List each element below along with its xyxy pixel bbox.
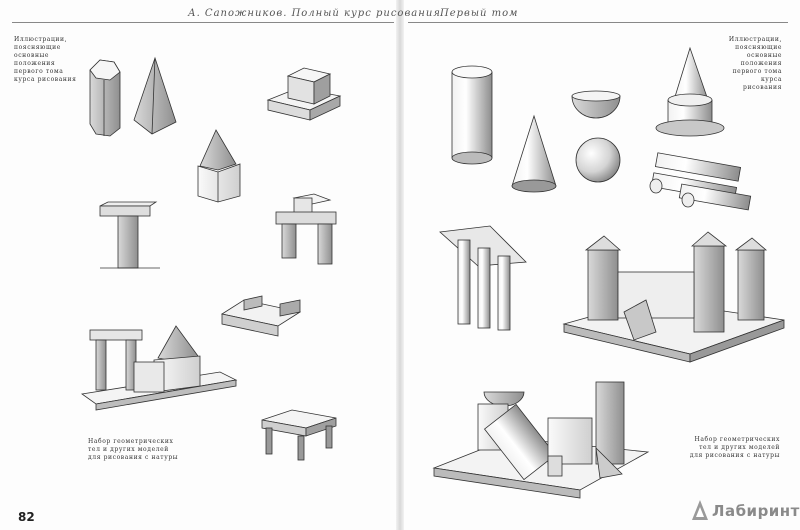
- hemisphere-figure: [571, 90, 621, 119]
- left-running-head: А. Сапожников. Полный курс рисования: [188, 8, 441, 19]
- cylinder-figure: [451, 65, 493, 165]
- cone-figure: [511, 114, 557, 193]
- right-caption-top: Иллюстрации, поясняющие основные положен…: [728, 36, 782, 92]
- cone-on-cylinders-figure: [655, 46, 725, 137]
- left-caption-bottom: Набор геометрических тел и других моделе…: [88, 438, 178, 462]
- caption-line: положения: [14, 60, 56, 67]
- caption-line: основные: [14, 52, 50, 59]
- castle-figure: [562, 231, 785, 363]
- hexagonal-prism-figure: [89, 59, 121, 137]
- caption-line: первого тома: [732, 68, 782, 75]
- caption-line: поясняющие: [735, 44, 782, 51]
- labyrinth-logo-icon: [692, 500, 708, 520]
- block-arch-figure: [275, 193, 337, 265]
- caption-line: Иллюстрации,: [14, 36, 68, 43]
- sphere-figure: [575, 137, 621, 183]
- pyramid-figure: [133, 56, 177, 135]
- caption-line: положения: [740, 60, 782, 67]
- composition-figure-right: [432, 381, 650, 499]
- caption-line: тел и других моделей: [699, 444, 780, 451]
- left-caption-top: Иллюстрации, поясняющие основные положен…: [14, 36, 77, 84]
- caption-line: поясняющие: [14, 44, 61, 51]
- composition-figure-left: [80, 325, 238, 411]
- left-header-rule: [12, 22, 394, 23]
- publisher-logo: Лабиринт: [690, 498, 799, 524]
- caption-line: первого тома: [14, 68, 64, 75]
- caption-line: Иллюстрации,: [728, 36, 782, 43]
- logo-text: Лабиринт: [712, 502, 800, 520]
- cube-on-slab-figure: [266, 67, 342, 121]
- caption-line: основные: [746, 52, 782, 59]
- logs-figure: [649, 152, 752, 211]
- caption-line: курса рисования: [14, 76, 77, 83]
- caption-line: тел и других моделей: [88, 446, 169, 453]
- bars-group-figure: [220, 295, 302, 337]
- pyramid-on-cube-figure: [197, 129, 241, 203]
- right-caption-bottom: Набор геометрических тел и других моделе…: [668, 436, 780, 460]
- columns-with-slab-figure: [439, 225, 527, 331]
- right-running-head: Первый том: [440, 8, 519, 19]
- table-figure: [261, 409, 337, 461]
- caption-line: для рисования с натуры: [689, 452, 780, 459]
- right-header-rule: [408, 22, 788, 23]
- book-gutter: [396, 0, 404, 530]
- caption-line: Набор геометрических: [694, 436, 780, 443]
- caption-line: для рисования с натуры: [88, 454, 179, 461]
- caption-line: Набор геометрических: [88, 438, 174, 445]
- column-with-slab-figure: [99, 201, 160, 269]
- caption-line: курса рисования: [743, 76, 782, 91]
- page-number: 82: [18, 510, 35, 524]
